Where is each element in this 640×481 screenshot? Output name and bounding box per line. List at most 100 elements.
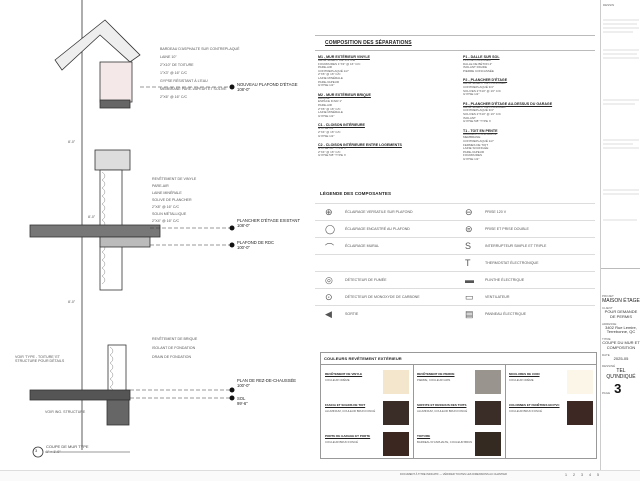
composition-title: COMPOSITION DES SÉPARATIONS <box>325 40 412 46</box>
section-line: LAINE MINÉRALE <box>318 75 343 80</box>
color-swatch <box>475 401 501 425</box>
section-line: PIERRE CONCASSÉE <box>463 68 494 73</box>
section-line: ISOLANT <box>463 115 476 120</box>
section-line: REVÊTEMENT DE PLANCHER <box>463 81 506 86</box>
section-line: LAINE SOUFFLÉE <box>463 146 489 151</box>
co-detector-icon: ⊙ <box>325 292 333 302</box>
section-line: BARDEAU D'ASPHALTE <box>463 131 497 136</box>
dimension: 8'-0" <box>68 300 76 304</box>
color-item-title: FASCIA ET SOLINS DE TOIT <box>325 403 366 407</box>
legend-item <box>315 254 455 272</box>
date-label: DATE <box>602 352 610 357</box>
color-item: REVÊTEMENT DE VINYLE COULEUR CRÈME <box>325 368 411 396</box>
project-label: PROJET <box>602 294 614 298</box>
section-line: FERMES DE TOIT <box>463 142 489 147</box>
legend-item: ⊖PRISE 120 V <box>455 203 595 221</box>
section-line: MEMBRANE <box>463 135 481 140</box>
page-label: PAGE <box>602 390 611 395</box>
color-item-title: REVÊTEMENT DE PIERRE <box>417 372 455 376</box>
section-title: C2 - CLOISON INTÉRIEURE ENTRE LOGEMENTS <box>318 143 402 148</box>
legend-label: DÉTECTEUR DE MONOXYDE DE CARBONE <box>345 295 420 299</box>
section-title: M1 - MUR EXTÉRIEUR VINYLE <box>318 55 370 59</box>
section-line: 2"X6" @ 16" C/C <box>318 72 341 77</box>
section-line: DALLE DE BÉTON 4" <box>463 61 493 66</box>
color-swatch <box>383 432 409 456</box>
color-item-desc: COULEUR BRUN FONCÉ <box>325 440 358 444</box>
legend-item: ▤PANNEAU ÉLECTRIQUE <box>455 305 595 323</box>
legend-label: PANNEAU ÉLECTRIQUE <box>485 312 527 316</box>
wall-section-drawing: BARDEAU D'ASPHALTE SUR CONTREPLAQUÉ LAIN… <box>0 0 300 460</box>
legend-label: VENTILATEUR <box>485 295 510 299</box>
section-line: REVÊTEMENT DE PLANCHER <box>463 104 506 109</box>
section-line: PARE-AIR <box>318 102 332 107</box>
section-line: SOLIVES 2"X10" @ 16" C/C <box>463 88 501 93</box>
legend-panel: LÉGENDE DES COMPOSANTES ⊕ÉCLAIRAGE VERSA… <box>315 185 595 335</box>
section-line: 2"X6" @ 16" C/C <box>318 106 341 111</box>
color-item-desc: PIERRE, COULEUR GRIS <box>417 378 451 382</box>
section-line: ISOLANT RIGIDE <box>463 65 487 70</box>
section-line: CONTREPLAQUÉ 3/4" <box>463 108 494 113</box>
project-name: MAISON ÉTAGE <box>602 298 640 304</box>
firm-label: DESSIN <box>603 3 615 7</box>
color-item-title: REVÊTEMENT DE VINYLE <box>325 372 363 376</box>
section-line: PARE-VAPEUR <box>318 79 340 84</box>
color-item-desc: COULEUR CRÈME <box>509 378 534 382</box>
legend-label: ÉCLAIRAGE MURAL <box>345 244 380 248</box>
wall-notes: REVÊTEMENT DE VINYLE PARE-AIR LAINE MINÉ… <box>152 177 197 223</box>
footer-note: DOCUMENT À TITRE INDICATIF — VÉRIFIER TO… <box>400 473 507 476</box>
address: 3402 Rue Lemire, Terrebonne, QC <box>605 324 637 335</box>
address-label: ADRESSE <box>602 321 617 326</box>
section-line: GYPSE 1/2" <box>318 83 335 88</box>
section-line: PARE-VAPEUR <box>463 149 485 154</box>
color-item-desc: ALUMINIUM, COULEUR BRUN FONCÉ <box>417 409 468 413</box>
color-swatch <box>567 401 593 425</box>
color-item-desc: COULEUR CRÈME <box>325 378 350 382</box>
page-row: PAGE 3 <box>602 382 640 395</box>
dimension: 8'-0" <box>68 140 76 144</box>
switch-icon: S <box>465 241 472 251</box>
color-item-desc: ALUMINIUM, COULEUR BRUN FONCÉ <box>325 409 376 413</box>
color-item-desc: BARDEAU D'ASPHALTE, COULEUR BRUN <box>417 440 473 444</box>
view-scale: 1" = 1'-0" <box>46 450 61 454</box>
section-line: LAINE MINÉRALE <box>318 110 343 115</box>
section-line: ESPACE D'AIR 1" <box>318 99 343 104</box>
color-swatch <box>475 370 501 394</box>
foundation <box>106 399 130 426</box>
color-swatch <box>383 370 409 394</box>
legend-label: THERMOSTAT ÉLECTRONIQUE <box>485 261 539 265</box>
legend-item: ◀SORTIE <box>315 305 455 323</box>
drawn-label: DESSINÉ <box>602 363 616 368</box>
color-item: FASCIA ET SOLINS DE TOIT ALUMINIUM, COULE… <box>325 399 411 427</box>
upper-wall <box>94 149 131 171</box>
color-swatch <box>567 370 593 394</box>
page-number: 3 <box>614 380 622 396</box>
title-block: DESSIN PROJET MAISON ÉTAGE CLIENT POUR D… <box>600 0 640 470</box>
title-block-fields: PROJET MAISON ÉTAGE CLIENT POUR DEMANDE … <box>602 292 640 395</box>
legend-label: PRISE 120 V <box>485 210 507 214</box>
section-line: GYPSE 5/8" TYPE X <box>318 146 346 151</box>
composition-section: P3 - PLANCHER D'ÉTAGE AU-DESSUS DU GARAG… <box>463 102 593 124</box>
legend-label: PLINTHE ÉLECTRIQUE <box>485 278 525 282</box>
date: 2025-05 <box>613 355 629 361</box>
legend-item: ▭VENTILATEUR <box>455 288 595 306</box>
legend-label: ÉCLAIRAGE VERSATILE SUR PLAFOND <box>345 210 413 214</box>
section-line: GYPSE 1/2" <box>318 133 335 138</box>
legend-item: ⊙ DÉTECTEUR DE MONOXYDE DE CARBONE <box>315 288 455 306</box>
sheet-title-label: TITRE <box>602 337 611 342</box>
color-item-desc: COULEUR BRUN FONCÉ <box>509 409 542 413</box>
section-line: FOURRURES <box>463 153 483 158</box>
